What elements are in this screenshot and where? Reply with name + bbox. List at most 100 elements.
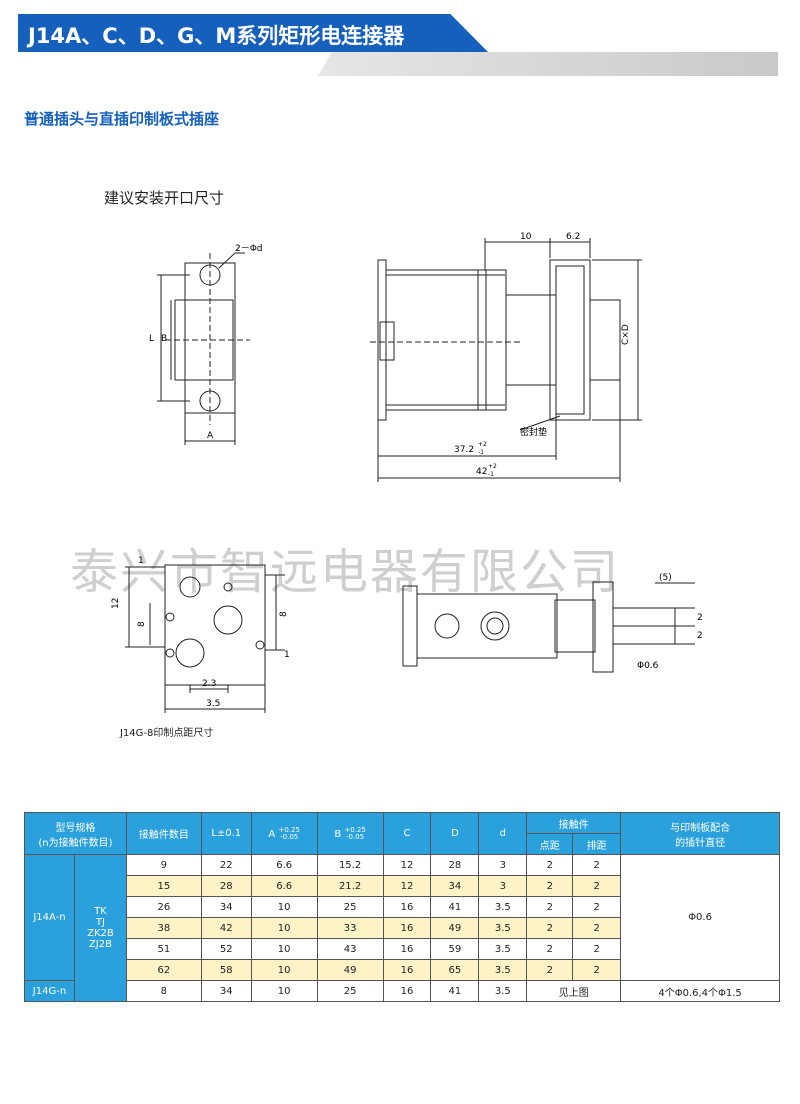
dim-12: 12 bbox=[111, 598, 121, 609]
header-row-pitch: 排距 bbox=[572, 833, 622, 855]
table-cell: 16 bbox=[382, 980, 432, 1002]
table-cell: 2 bbox=[526, 896, 574, 918]
dim-37-2-tol-up: +2 bbox=[478, 441, 487, 448]
table-cell: 26 bbox=[125, 896, 202, 918]
table-cell: 10 bbox=[250, 980, 318, 1002]
table-cell: 51 bbox=[125, 938, 202, 960]
header-pcb: 与印制板配合 的插针直径 bbox=[620, 812, 780, 855]
header-A: A +0.25-0.05 bbox=[250, 812, 318, 855]
header-B: B +0.25-0.05 bbox=[316, 812, 384, 855]
table-cell: 2 bbox=[526, 917, 574, 939]
dim-5: (5) bbox=[659, 573, 672, 583]
table-cell: 52 bbox=[200, 938, 252, 960]
table-cell: 33 bbox=[316, 917, 384, 939]
header-pcb-line2: 的插针直径 bbox=[675, 837, 726, 849]
table-cell: 2 bbox=[572, 854, 622, 876]
hole-pattern-drawing: 1 12 8 8 1 2.3 3.5 bbox=[111, 556, 290, 713]
dim-2-lower: 2 bbox=[697, 631, 703, 641]
header-D: D bbox=[430, 812, 480, 855]
header-C: C bbox=[382, 812, 432, 855]
header-A-label: A bbox=[268, 828, 276, 840]
header-model-sub: (n为接触件数目) bbox=[38, 837, 113, 849]
header-B-label: B bbox=[334, 828, 342, 840]
code-tk: TK bbox=[94, 906, 107, 917]
table-cell: 10 bbox=[250, 896, 318, 918]
connector-side-view-drawing: 10 6.2 C×D 密封垫 37.2 +2 -1 42 +2 -1 bbox=[370, 232, 642, 482]
page-header: J14A、C、D、G、M系列矩形电连接器 bbox=[18, 14, 778, 76]
page-title: J14A、C、D、G、M系列矩形电连接器 bbox=[28, 24, 405, 48]
table-cell: 12 bbox=[382, 854, 432, 876]
table-cell: 3 bbox=[478, 854, 528, 876]
table-cell: 41 bbox=[430, 896, 480, 918]
code-tj: TJ bbox=[95, 917, 105, 928]
table-cell: 2 bbox=[572, 938, 622, 960]
dim-1-top: 1 bbox=[138, 556, 144, 566]
header-contacts: 接触件 bbox=[526, 812, 622, 834]
dim-8-right: 8 bbox=[279, 611, 289, 617]
label-L: L bbox=[149, 334, 154, 344]
table-cell: 8 bbox=[125, 980, 202, 1002]
table-cell: 10 bbox=[250, 917, 318, 939]
table-cell: 59 bbox=[430, 938, 480, 960]
table-cell: 25 bbox=[316, 980, 384, 1002]
table-cell: 15.2 bbox=[316, 854, 384, 876]
header-contact-count: 接触件数目 bbox=[125, 812, 202, 855]
table-cell: 10 bbox=[250, 959, 318, 981]
table-cell: 6.6 bbox=[250, 875, 318, 897]
pin-side-view-drawing: (5) 2 2 Φ0.6 bbox=[402, 573, 703, 673]
company-watermark: 泰兴市智远电器有限公司 bbox=[70, 544, 621, 600]
dim-3-5: 3.5 bbox=[206, 699, 220, 709]
table-cell: 2 bbox=[526, 938, 574, 960]
spec-table: 型号规格 (n为接触件数目) 接触件数目 L±0.1 A +0.25-0.05 … bbox=[24, 812, 780, 1002]
see-above-cell: 见上图 bbox=[526, 980, 622, 1002]
table-cell: 22 bbox=[200, 854, 252, 876]
dim-42: 42 bbox=[476, 467, 487, 477]
mounting-cutout-title: 建议安装开口尺寸 bbox=[104, 189, 225, 207]
table-cell: 58 bbox=[200, 959, 252, 981]
header-A-tol-up: +0.25 bbox=[278, 825, 300, 834]
table-cell: 43 bbox=[316, 938, 384, 960]
table-cell: 49 bbox=[316, 959, 384, 981]
table-cell: 3.5 bbox=[478, 938, 528, 960]
header-B-tol-up: +0.25 bbox=[344, 825, 366, 834]
table-cell: 34 bbox=[200, 980, 252, 1002]
table-cell: 2 bbox=[526, 959, 574, 981]
table-cell: 2 bbox=[526, 854, 574, 876]
table-cell: 16 bbox=[382, 938, 432, 960]
table-cell: 2 bbox=[572, 959, 622, 981]
dim-10: 10 bbox=[520, 232, 532, 242]
label-B: B bbox=[161, 334, 167, 344]
table-cell: 2 bbox=[572, 896, 622, 918]
seal-gasket-label: 密封垫 bbox=[520, 426, 547, 438]
dim-2-upper: 2 bbox=[697, 613, 703, 623]
section-title: 普通插头与直插印制板式插座 bbox=[24, 110, 220, 128]
table-cell: 34 bbox=[430, 875, 480, 897]
table-cell: 15 bbox=[125, 875, 202, 897]
header-A-tol: +0.25-0.05 bbox=[278, 825, 300, 841]
table-cell: 2 bbox=[572, 917, 622, 939]
table-cell: 49 bbox=[430, 917, 480, 939]
header-d: d bbox=[478, 812, 528, 855]
header-gray-band bbox=[318, 52, 778, 76]
table-cell: 65 bbox=[430, 959, 480, 981]
table-cell: 25 bbox=[316, 896, 384, 918]
table-cell: 28 bbox=[430, 854, 480, 876]
dim-c-x-d: C×D bbox=[621, 324, 631, 345]
dim-42-tol-up: +2 bbox=[488, 463, 497, 470]
header-pcb-line1: 与印制板配合 bbox=[670, 822, 731, 834]
table-cell: 10 bbox=[250, 938, 318, 960]
table-cell: 16 bbox=[382, 896, 432, 918]
dim-6-2: 6.2 bbox=[566, 232, 580, 242]
series-j14a: J14A-n bbox=[24, 854, 75, 981]
table-cell: 38 bbox=[125, 917, 202, 939]
label-2-phi-d: 2－Φd bbox=[235, 244, 263, 254]
header-L: L±0.1 bbox=[200, 812, 252, 855]
pcb-pin-diameter-g: 4个Φ0.6,4个Φ1.5 bbox=[620, 980, 780, 1002]
code-zk2b: ZK2B bbox=[87, 928, 114, 939]
table-cell: 2 bbox=[526, 875, 574, 897]
code-zj2b: ZJ2B bbox=[88, 939, 112, 950]
table-cell: 34 bbox=[200, 896, 252, 918]
dim-37-2-tol-down: -1 bbox=[478, 449, 484, 456]
header-B-tol-down: -0.05 bbox=[346, 832, 365, 841]
hole-pattern-caption: J14G-8印制点距尺寸 bbox=[120, 728, 214, 739]
